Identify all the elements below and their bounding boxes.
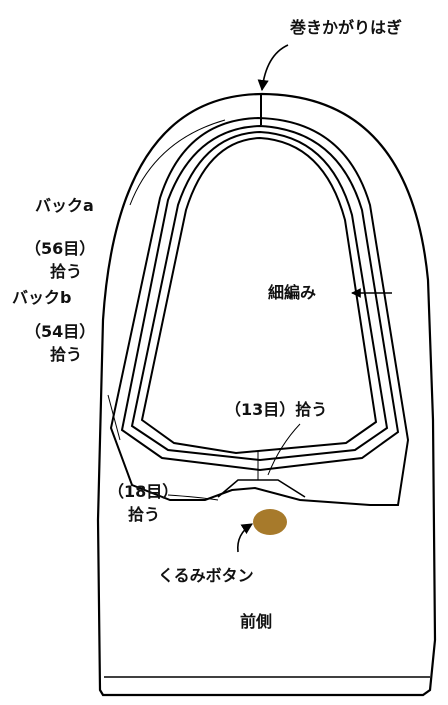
lower-ledge xyxy=(217,479,306,498)
label-fine-knit: 細編み xyxy=(268,283,317,302)
outer-outline xyxy=(96,92,437,697)
label-top-edge: 巻きかがりはぎ xyxy=(290,18,403,37)
lining-border-2 xyxy=(130,130,389,462)
label-back-b: バックb xyxy=(12,288,72,307)
label-lower-pick: 拾う xyxy=(128,505,161,524)
label-front: 前側 xyxy=(240,612,273,631)
leader-top xyxy=(257,44,289,92)
label-back-a: バックa xyxy=(35,196,94,215)
lining-outer-rim xyxy=(109,116,410,506)
label-back-b-count: （54目） xyxy=(25,322,96,341)
label-back-a-count: （56目） xyxy=(25,239,96,258)
label-center-pick: （13目）拾う xyxy=(225,400,328,419)
leader-18 xyxy=(167,494,219,501)
lining-border-1 xyxy=(120,124,400,472)
label-lower-count: （18目） xyxy=(108,482,179,501)
label-back-b-pick: 拾う xyxy=(50,345,83,364)
label-back-a-pick: 拾う xyxy=(50,262,83,281)
back-a-guide-line xyxy=(129,119,226,206)
label-button: くるみボタン xyxy=(158,566,254,585)
leader-button xyxy=(236,523,253,553)
covered-button xyxy=(253,509,287,535)
lining-border-3 xyxy=(140,136,378,455)
leader-13 xyxy=(267,423,301,476)
